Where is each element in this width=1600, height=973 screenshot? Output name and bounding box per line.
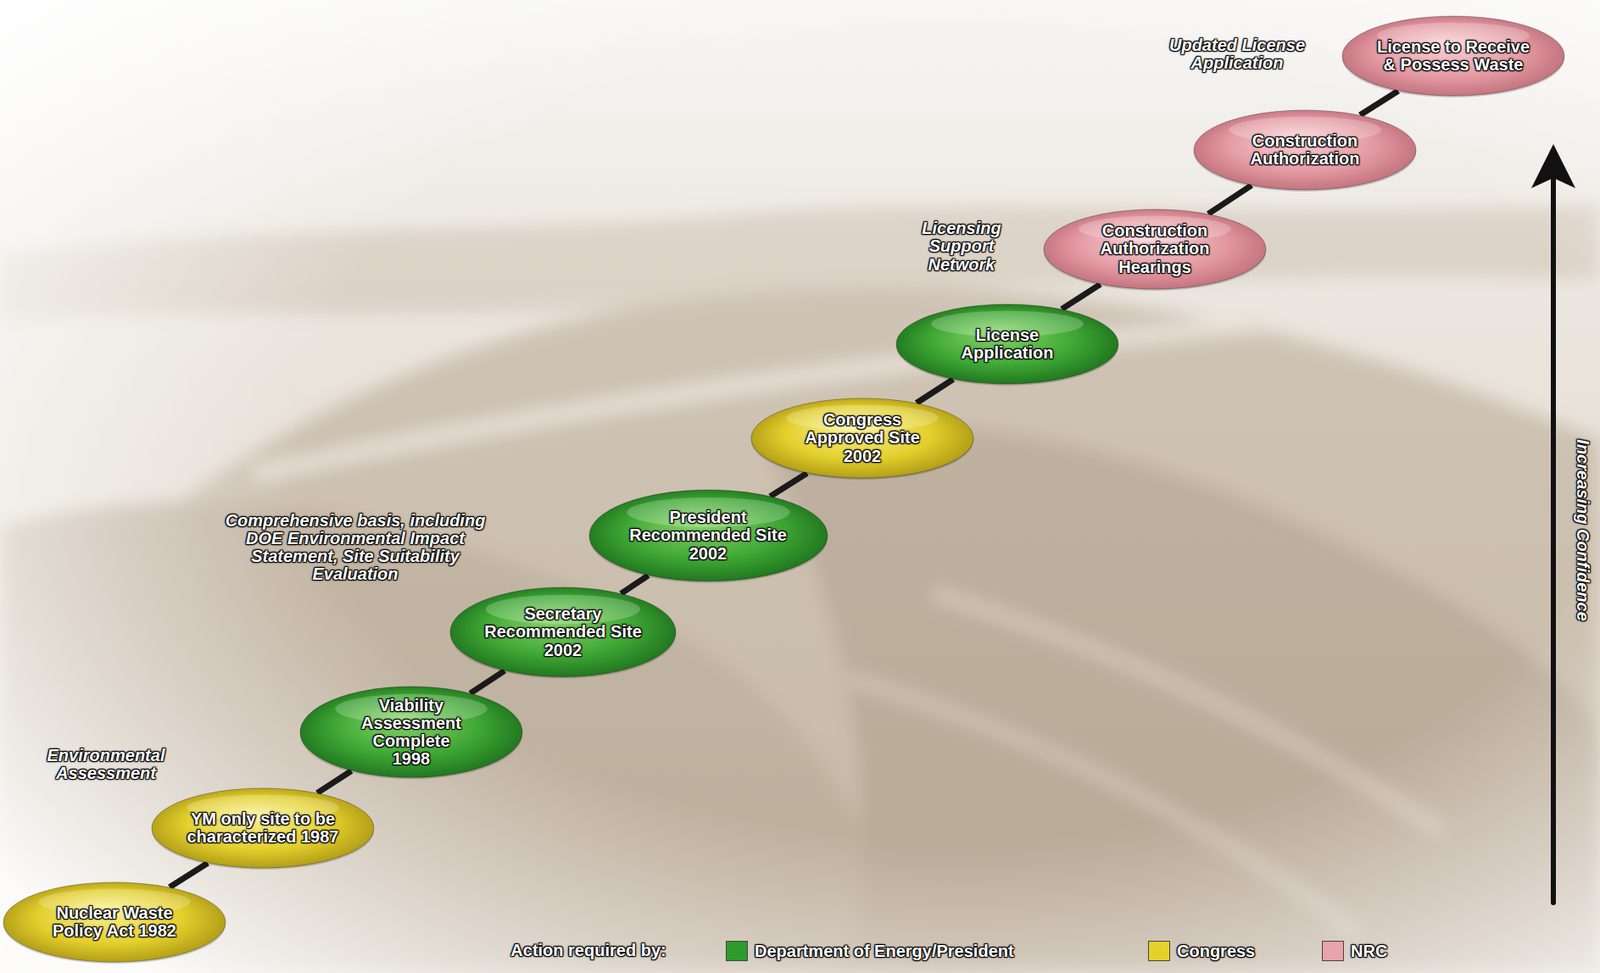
- ellipse-fill: [1342, 16, 1565, 96]
- milestone-ellipse: Construction Authorization Hearings: [1042, 208, 1267, 290]
- milestone-ellipse: YM only site to be characterized 1987: [150, 787, 375, 870]
- ellipse-fill: [3, 882, 226, 963]
- annotation-note: Comprehensive basis, including DOE Envir…: [222, 512, 490, 585]
- milestone-ellipse: License Application: [895, 303, 1120, 385]
- text-wrap: President Recommended Site 2002: [617, 508, 800, 564]
- axis-label: Increasing Confidence: [1572, 440, 1591, 623]
- legend-swatch: [1321, 941, 1344, 962]
- ellipse-fill: [450, 587, 676, 677]
- milestone-text: YM only site to be characterized 1987: [180, 810, 346, 847]
- milestone-ellipse: Viability Assessment Complete 1998: [299, 685, 524, 779]
- legend-item: NRC: [1321, 941, 1388, 962]
- ellipse-fill: [1193, 110, 1417, 190]
- ellipse-fill: [751, 398, 974, 479]
- milestone-text: License Application: [943, 326, 1071, 363]
- milestone-ellipse: License to Receive & Possess Waste: [1341, 15, 1566, 97]
- legend-swatch: [725, 941, 748, 962]
- connector-line: [769, 473, 808, 497]
- milestone-text: Construction Authorization Hearings: [1085, 222, 1226, 277]
- legend-text: Congress: [1176, 942, 1255, 962]
- milestone-text: License to Receive & Possess Waste: [1376, 38, 1531, 74]
- milestone-ellipse: President Recommended Site 2002: [588, 489, 829, 583]
- text-wrap: Nuclear Waste Policy Act 1982: [50, 904, 179, 941]
- ellipse-fill: [300, 686, 523, 778]
- connector-line: [470, 670, 506, 694]
- text-wrap: Construction Authorization Hearings: [1085, 222, 1226, 277]
- connector-line: [1208, 185, 1252, 215]
- connector-line: [1061, 284, 1100, 309]
- connector-line: [169, 863, 208, 888]
- annotation-note: Licensing Support Network: [906, 219, 1017, 274]
- legend-text: Department of Energy/President: [754, 942, 1015, 962]
- connector-line: [1360, 90, 1399, 116]
- milestone-ellipse: Congress Approved Site 2002: [750, 397, 975, 480]
- ellipse-fill: [151, 788, 374, 869]
- text-wrap: Viability Assessment Complete 1998: [356, 696, 467, 770]
- legend-item: Congress: [1148, 941, 1255, 962]
- ellipse-fill: [589, 490, 828, 582]
- text-wrap: YM only site to be characterized 1987: [180, 810, 346, 847]
- confidence-arrow: [1531, 144, 1576, 904]
- milestone-text: Viability Assessment Complete 1998: [356, 696, 467, 770]
- annotation-note: Updated License Application: [1139, 36, 1335, 73]
- text-wrap: License to Receive & Possess Waste: [1376, 38, 1531, 74]
- annotation-note: Environmental Assessment: [21, 747, 191, 783]
- connector-line: [620, 575, 648, 594]
- milestone-ellipse: Secretary Recommended Site 2002: [449, 586, 677, 678]
- legend-swatch: [1148, 941, 1171, 962]
- text-wrap: Construction Authorization: [1235, 132, 1376, 168]
- milestone-text: President Recommended Site 2002: [617, 508, 800, 564]
- legend-text: NRC: [1350, 942, 1388, 962]
- milestone-text: Nuclear Waste Policy Act 1982: [50, 904, 179, 941]
- milestone-ellipse: Nuclear Waste Policy Act 1982: [2, 881, 227, 964]
- ellipse-fill: [1043, 209, 1266, 290]
- milestone-ellipse: Construction Authorization: [1193, 109, 1417, 191]
- legend-item: Department of Energy/President: [725, 941, 1015, 962]
- text-wrap: License Application: [943, 326, 1071, 363]
- ellipse-fill: [896, 304, 1119, 385]
- connector-line: [317, 771, 352, 794]
- connector-line: [916, 379, 954, 403]
- text-wrap: Congress Approved Site 2002: [798, 411, 926, 466]
- text-wrap: Secretary Recommended Site 2002: [478, 605, 648, 660]
- milestone-text: Construction Authorization: [1235, 132, 1376, 168]
- legend-heading: Action required by:: [510, 942, 666, 960]
- milestone-text: Secretary Recommended Site 2002: [478, 605, 648, 660]
- milestone-text: Congress Approved Site 2002: [798, 411, 926, 466]
